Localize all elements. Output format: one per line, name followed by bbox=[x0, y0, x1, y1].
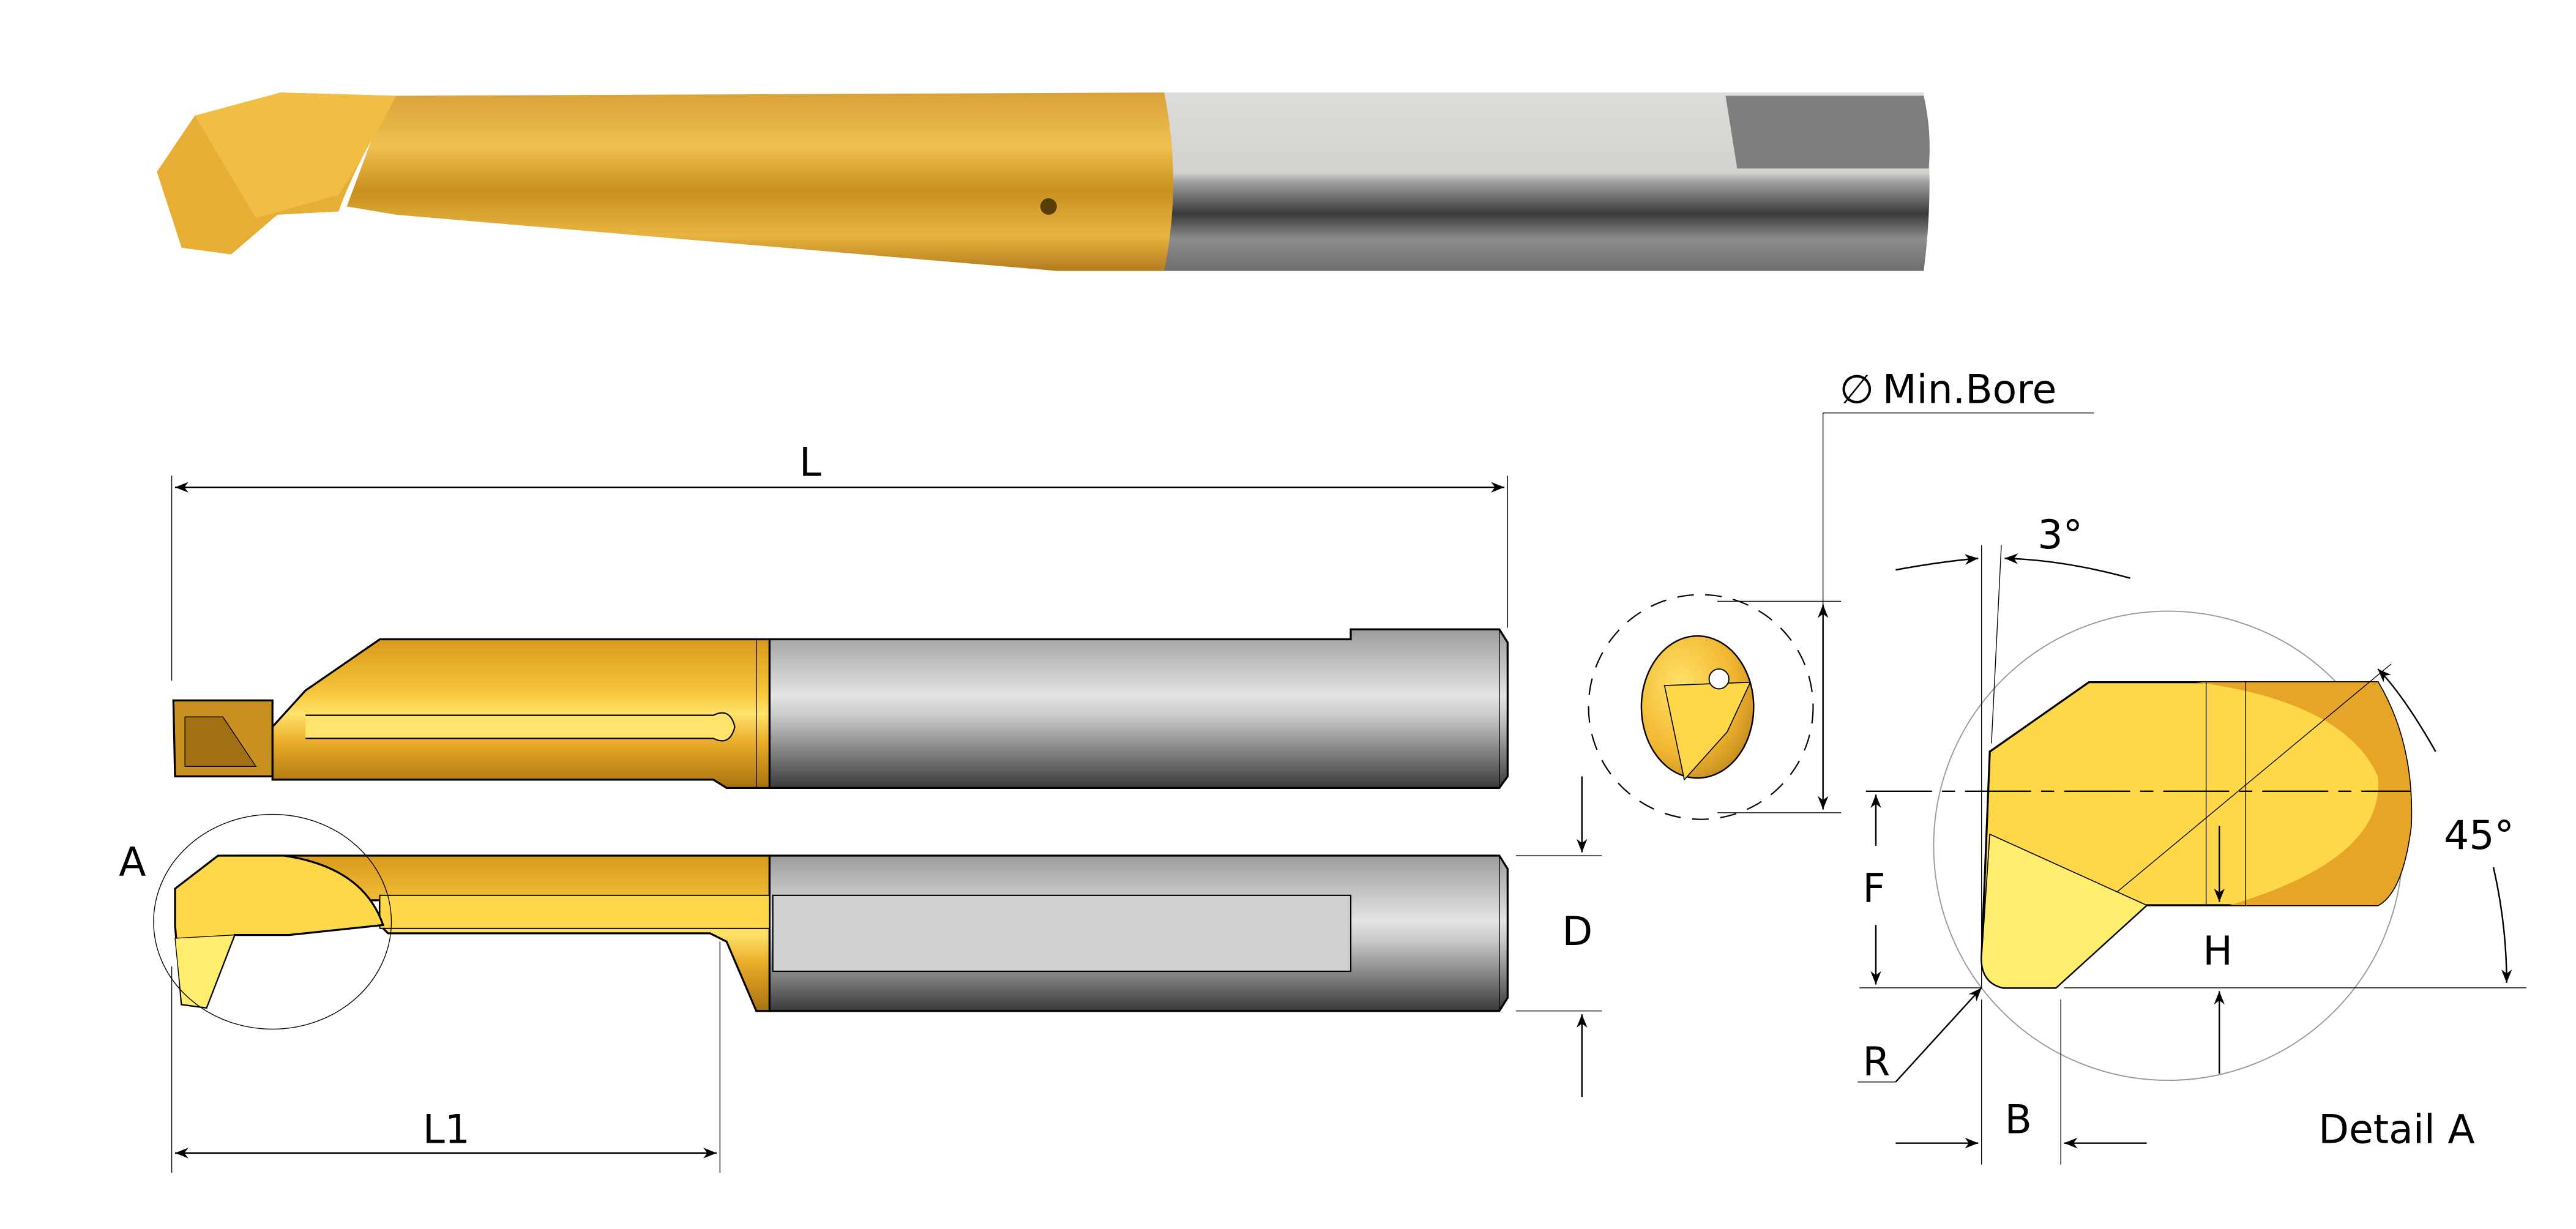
photo-shank-flat bbox=[1725, 95, 1930, 169]
angle-3-label: 3° bbox=[2037, 512, 2083, 558]
min-bore-label: Min.Bore bbox=[1883, 367, 2057, 413]
top-view: A L1 bbox=[119, 813, 1509, 1173]
min-bore-circle bbox=[1588, 594, 1814, 820]
dimension-B-label: B bbox=[2004, 1097, 2031, 1143]
side-view: L bbox=[171, 439, 1509, 790]
end-view-coolant-hole bbox=[1708, 668, 1730, 690]
min-bore-symbol: ∅ bbox=[1840, 367, 1874, 413]
dimension-R-label: R bbox=[1862, 1039, 1890, 1085]
detail-A-title: Detail A bbox=[2318, 1107, 2475, 1153]
dimension-D-label: D bbox=[1562, 909, 1592, 955]
detail-A-circle bbox=[153, 813, 392, 1030]
product-photo bbox=[157, 92, 1930, 271]
detail-A: 3° 45° F H R B Detail A bbox=[1857, 512, 2527, 1165]
dimension-D: D bbox=[1515, 776, 1602, 1097]
side-coolant-groove bbox=[305, 712, 736, 742]
end-view: ∅ Min.Bore bbox=[1588, 367, 2094, 820]
dimension-H-label: H bbox=[2203, 928, 2233, 974]
photo-gold-body bbox=[346, 92, 1173, 271]
photo-coolant-hole bbox=[1040, 198, 1057, 215]
dimension-L-label: L bbox=[799, 439, 821, 485]
side-gold-body bbox=[271, 638, 771, 790]
top-shank-flat bbox=[772, 894, 1352, 973]
side-shank bbox=[768, 628, 1509, 790]
dimension-L1-label: L1 bbox=[423, 1107, 470, 1153]
detail-marker-A: A bbox=[119, 839, 146, 885]
dimension-F-label: F bbox=[1862, 866, 1885, 912]
angle-45-label: 45° bbox=[2444, 813, 2514, 859]
